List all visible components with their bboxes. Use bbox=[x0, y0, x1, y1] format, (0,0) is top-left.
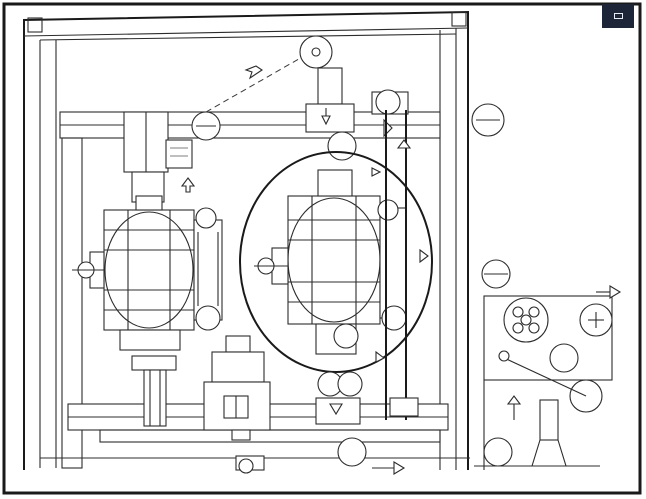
centre-drum-unit bbox=[239, 151, 433, 397]
top-pulley-assembly bbox=[299, 35, 409, 161]
transfer-path bbox=[205, 47, 319, 113]
drive-motor bbox=[203, 335, 271, 471]
image-border bbox=[2, 2, 642, 495]
bottom-rollers bbox=[238, 458, 254, 474]
upper-beam bbox=[59, 111, 441, 469]
window-restore-button[interactable] bbox=[602, 4, 634, 28]
centre-lower-gearbox bbox=[315, 397, 406, 475]
vertical-belt bbox=[385, 110, 419, 420]
winding-unit bbox=[471, 103, 622, 470]
window-restore-icon bbox=[613, 13, 623, 19]
main-frame bbox=[23, 10, 469, 470]
left-drum-unit bbox=[72, 195, 223, 427]
